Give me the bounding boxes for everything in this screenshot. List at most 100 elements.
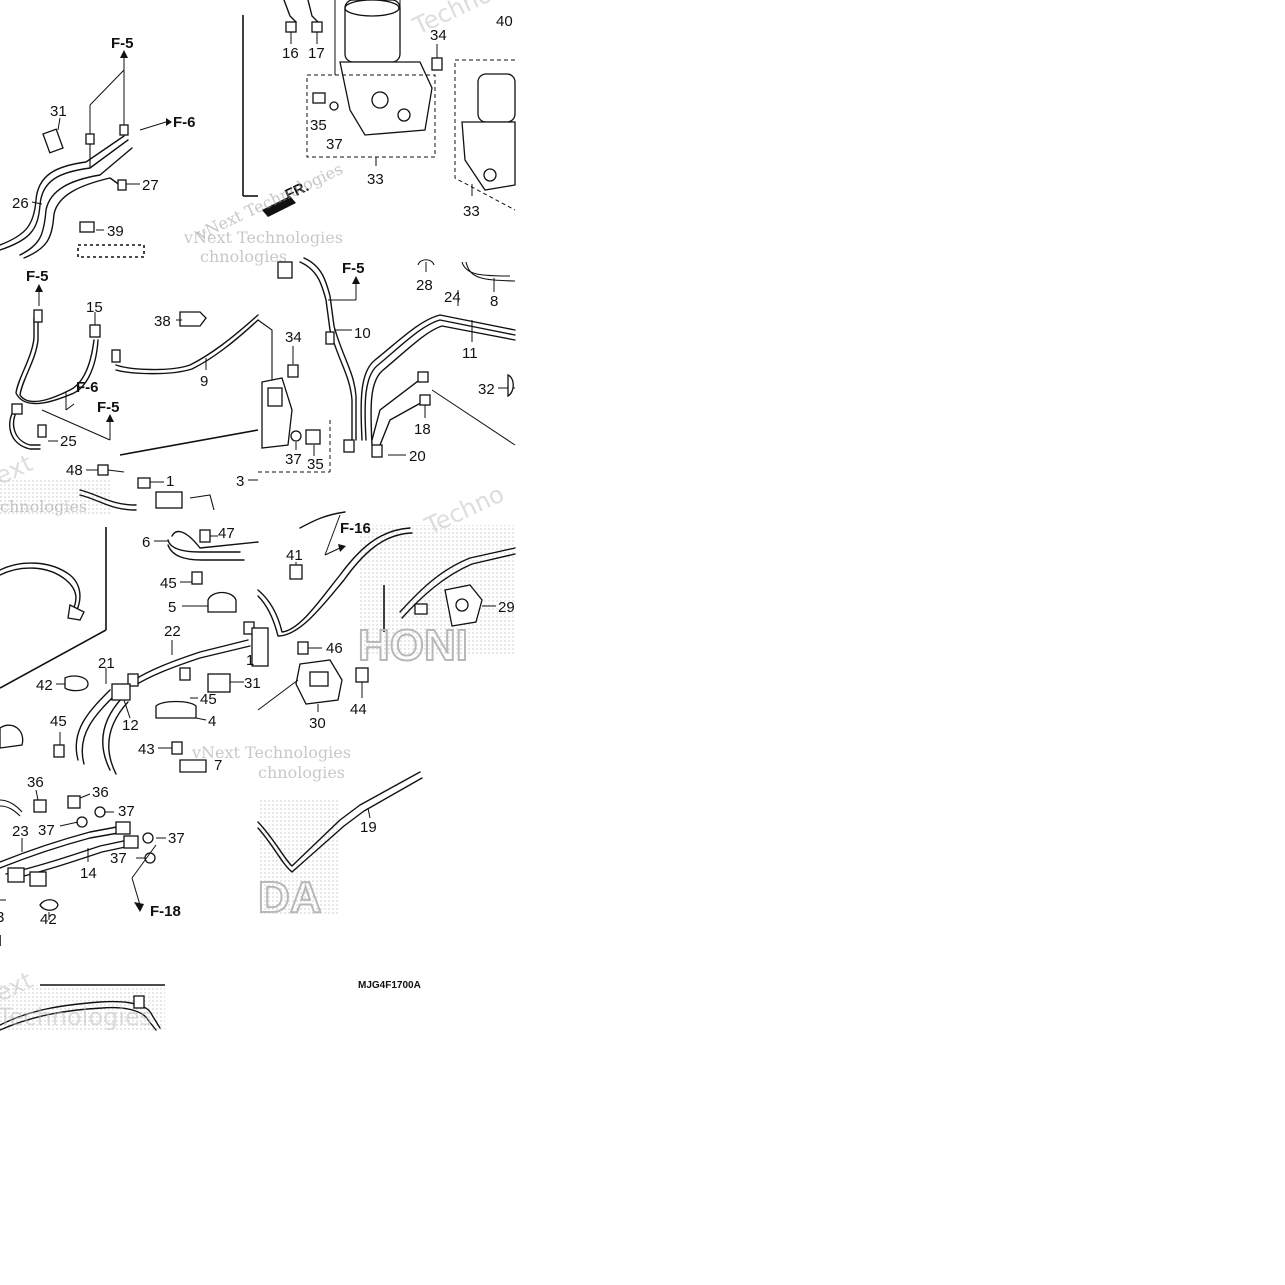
ref-f5d[interactable]: F-5 (342, 260, 365, 277)
callout-35b[interactable]: 35 (307, 456, 324, 473)
callout-3[interactable]: 3 (236, 473, 244, 490)
callout-35[interactable]: 35 (310, 117, 327, 134)
pipe-fitting (343, 439, 355, 453)
callout-22[interactable]: 22 (164, 623, 181, 640)
callout-7[interactable]: 7 (214, 757, 222, 774)
callout-34[interactable]: 34 (430, 27, 447, 44)
watermark-text: DA (258, 873, 322, 922)
callout-45b[interactable]: 45 (200, 691, 217, 708)
callout-32[interactable]: 32 (478, 381, 495, 398)
callout-48[interactable]: 48 (66, 462, 83, 479)
callout-27[interactable]: 27 (142, 177, 159, 194)
callout-14[interactable]: 14 (80, 865, 97, 882)
callout-31[interactable]: 31 (50, 103, 67, 120)
callout-20[interactable]: 20 (409, 448, 426, 465)
callout-13[interactable]: 1 (246, 652, 254, 669)
callout-21[interactable]: 21 (98, 655, 115, 672)
callout-25[interactable]: 25 (60, 433, 77, 450)
ref-f6b[interactable]: F-6 (76, 379, 99, 396)
connector (267, 387, 283, 407)
callout-42b[interactable]: 42 (40, 911, 57, 928)
callout-19[interactable]: 19 (360, 819, 377, 836)
watermark-hatching (0, 478, 515, 1030)
bolt-46 (297, 641, 309, 655)
callout-1[interactable]: 1 (166, 473, 174, 490)
callout-37c[interactable]: 37 (118, 803, 135, 820)
ref-f5[interactable]: F-5 (111, 35, 134, 52)
callout-33[interactable]: 33 (367, 171, 384, 188)
callout-10[interactable]: 10 (354, 325, 371, 342)
pipe-fitting-20 (371, 444, 383, 458)
callout-38[interactable]: 38 (154, 313, 171, 330)
callout-5[interactable]: 5 (168, 599, 176, 616)
tile-top-right: FR. 16 17 35 37 33 34 40 33 (193, 0, 516, 244)
arrow-icon (134, 902, 144, 912)
callout-33b[interactable]: 33 (463, 203, 480, 220)
tile-middle-left: F-5 F-6 F-5 15 38 9 25 chnologies (9, 247, 287, 456)
callout-42[interactable]: 42 (36, 677, 53, 694)
fitting (414, 603, 428, 615)
callout-37[interactable]: 37 (326, 136, 343, 153)
callout-15[interactable]: 15 (86, 299, 103, 316)
callout-46[interactable]: 46 (326, 640, 343, 657)
callout-16[interactable]: 16 (282, 45, 299, 62)
ref-f16[interactable]: F-16 (340, 520, 371, 537)
callout-45[interactable]: 45 (160, 575, 177, 592)
callout-9[interactable]: 9 (200, 373, 208, 390)
arrow-icon (106, 414, 114, 422)
callout-31b[interactable]: 31 (244, 675, 261, 692)
callout-30[interactable]: 30 (309, 715, 326, 732)
bolt-45c (53, 744, 65, 758)
callout-40[interactable]: 40 (496, 13, 513, 30)
ref-f5c[interactable]: F-5 (97, 399, 120, 416)
callout-43[interactable]: 43 (138, 741, 155, 758)
callout-34b[interactable]: 34 (285, 329, 302, 346)
clamp-39 (79, 221, 95, 233)
callout-3b[interactable]: 3 (0, 909, 4, 926)
washer-37e (142, 832, 154, 844)
callout-36b[interactable]: 36 (92, 784, 109, 801)
callout-36[interactable]: 36 (27, 774, 44, 791)
callout-45c[interactable]: 45 (50, 713, 67, 730)
tile-lower-left: 6 47 45 5 22 21 42 31 45 12 4 45 43 7 vN… (0, 525, 351, 775)
watermark-text: vNext Technologies (183, 228, 343, 247)
callout-37f[interactable]: 37 (110, 850, 127, 867)
bolt-16 (285, 21, 297, 33)
clip-1 (137, 477, 151, 489)
callout-37b[interactable]: 37 (285, 451, 302, 468)
ref-f5b[interactable]: F-5 (26, 268, 49, 285)
callout-6[interactable]: 6 (142, 534, 150, 551)
callout-37d[interactable]: 37 (38, 822, 55, 839)
callout-39[interactable]: 39 (107, 223, 124, 240)
callout-8[interactable]: 8 (490, 293, 498, 310)
bolt-48 (97, 464, 109, 476)
clip (277, 261, 293, 279)
washer-37c (94, 806, 106, 818)
callout-29[interactable]: 29 (498, 599, 515, 616)
callout-4[interactable]: 4 (208, 713, 216, 730)
pipe-fitting-18 (419, 394, 431, 406)
arrow-icon (120, 50, 128, 58)
callout-26[interactable]: 26 (12, 195, 29, 212)
callout-28[interactable]: 28 (416, 277, 433, 294)
watermark-text: chnologies (0, 497, 87, 516)
callout-41[interactable]: 41 (286, 547, 303, 564)
callout-17[interactable]: 17 (308, 45, 325, 62)
callout-12[interactable]: 12 (122, 717, 139, 734)
callout-23[interactable]: 23 (12, 823, 29, 840)
pipe-fitting-10 (325, 331, 335, 345)
clamp (155, 491, 183, 509)
callout-47[interactable]: 47 (218, 525, 235, 542)
arrow-icon (352, 276, 360, 284)
bolt-17 (311, 21, 323, 33)
ref-f18[interactable]: F-18 (150, 903, 181, 920)
callout-24[interactable]: 24 (444, 289, 461, 306)
callout-44[interactable]: 44 (350, 701, 367, 718)
callout-11[interactable]: 11 (462, 345, 478, 362)
callout-18[interactable]: 18 (414, 421, 431, 438)
callout-37e[interactable]: 37 (168, 830, 185, 847)
bolt-34b (287, 364, 299, 378)
arrow-icon (35, 284, 43, 292)
ref-f6[interactable]: F-6 (173, 114, 196, 131)
